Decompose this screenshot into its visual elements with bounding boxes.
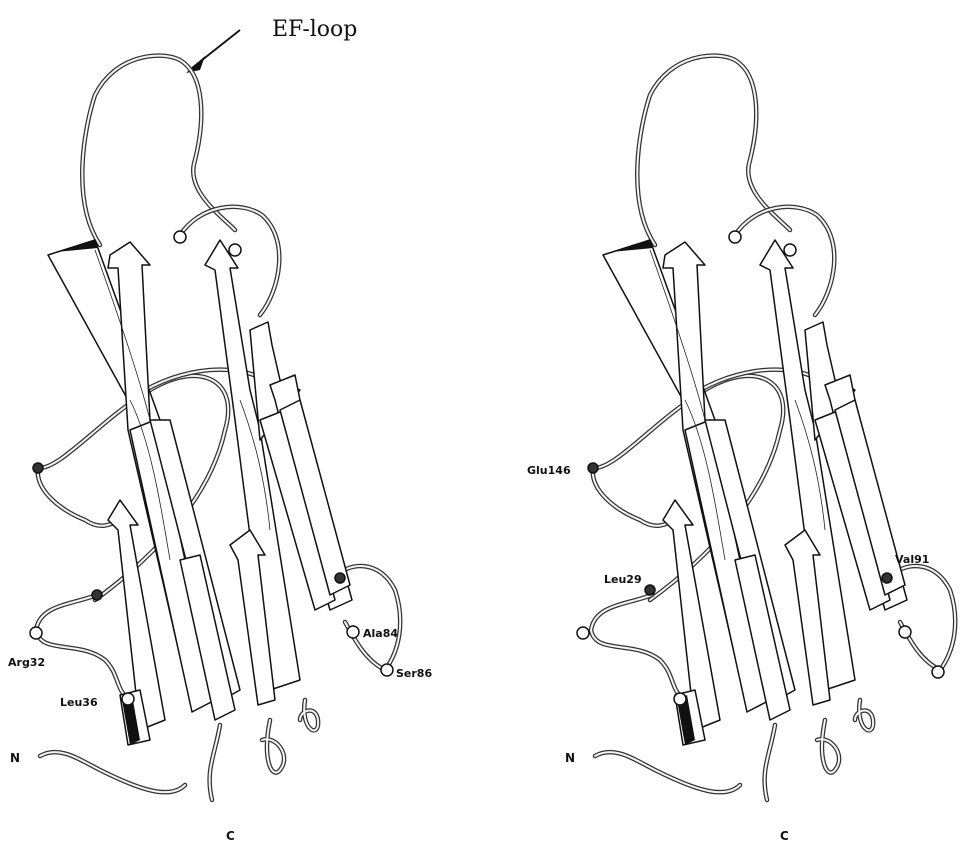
right-marker-arg32-open <box>577 627 589 639</box>
label-leu36: Leu36 <box>60 696 98 709</box>
right-marker-leu36-open <box>674 693 686 705</box>
left-marker-ser86 <box>381 664 393 676</box>
left-marker-top-open-1 <box>174 231 186 243</box>
ef-loop-annotation: EF-loop <box>272 17 357 42</box>
right-c-terminus-label: C <box>780 829 789 843</box>
left-marker-glu146-filled <box>33 463 43 473</box>
right-n-terminus-label: N <box>565 751 575 765</box>
left-marker-top-open-2 <box>229 244 241 256</box>
left-marker-leu36 <box>122 693 134 705</box>
left-stereo-panel: Arg32 Leu36 Ala84 Ser86 N C <box>8 56 432 843</box>
right-ribbon-model <box>591 56 955 800</box>
right-marker-ser86-open <box>932 666 944 678</box>
right-stereo-panel: Glu146 Leu29 Val91 N C <box>527 56 955 843</box>
label-ser86: Ser86 <box>396 667 432 680</box>
left-marker-arg32 <box>30 627 42 639</box>
right-marker-ala84-open <box>899 626 911 638</box>
label-ala84: Ala84 <box>363 627 398 640</box>
left-marker-leu29-filled <box>92 590 102 600</box>
label-arg32: Arg32 <box>8 656 45 669</box>
right-marker-top-open-1 <box>729 231 741 243</box>
label-leu29: Leu29 <box>604 573 642 586</box>
right-marker-top-open-2 <box>784 244 796 256</box>
left-n-terminus-label: N <box>10 751 20 765</box>
left-marker-ala84 <box>347 626 359 638</box>
left-marker-val91-filled <box>335 573 345 583</box>
right-marker-leu29 <box>645 585 655 595</box>
label-glu146: Glu146 <box>527 464 571 477</box>
left-ribbon-model <box>36 56 400 800</box>
right-marker-val91 <box>882 573 892 583</box>
right-marker-glu146 <box>588 463 598 473</box>
left-c-terminus-label: C <box>226 829 235 843</box>
label-val91: Val91 <box>895 553 929 566</box>
